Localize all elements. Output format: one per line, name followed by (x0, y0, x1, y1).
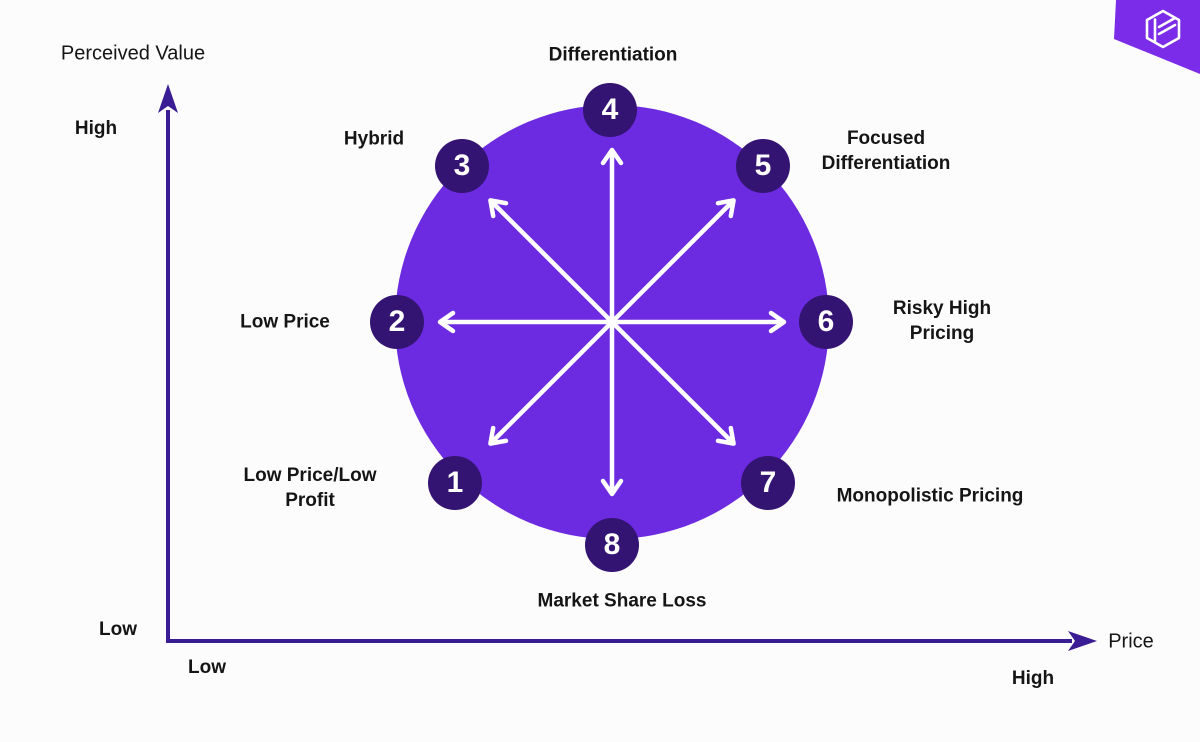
node-5: 5 (736, 139, 790, 193)
arrowhead-west-icon (437, 310, 456, 334)
y-axis-low-label: Low (99, 619, 137, 640)
node-8: 8 (585, 518, 639, 572)
arrow-line-diagonal-sw-ne (492, 202, 732, 442)
x-axis-title: Price (1108, 630, 1154, 653)
arrowhead-east-icon (768, 310, 787, 334)
label-market-share-loss: Market Share Loss (537, 590, 707, 612)
label-monopolistic-pricing: Monopolistic Pricing (836, 485, 1024, 507)
label-low-price-low-profit: Low Price/Low Profit (243, 464, 377, 511)
node-2: 2 (370, 295, 424, 349)
radial-arrows (437, 147, 787, 497)
label-differentiation: Differentiation (548, 44, 678, 66)
label-low-price: Low Price (240, 311, 330, 333)
node-3: 3 (435, 139, 489, 193)
arrowhead-south-icon (600, 478, 624, 497)
arrowhead-southwest-icon (488, 425, 509, 446)
node-1: 1 (428, 456, 482, 510)
x-axis-arrowhead-icon (1068, 631, 1097, 651)
arrowhead-north-icon (600, 147, 624, 166)
arrowhead-northeast-icon (715, 198, 736, 219)
node-6: 6 (799, 295, 853, 349)
label-risky-high-pricing: Risky High Pricing (892, 297, 992, 344)
label-focused-differentiation: Focused Differentiation (821, 127, 951, 174)
arrowhead-southeast-icon (715, 425, 736, 446)
corner-ribbon (1114, 0, 1200, 74)
x-axis-low-label: Low (188, 657, 226, 678)
y-axis-arrowhead-icon (158, 84, 178, 113)
node-4: 4 (583, 83, 637, 137)
y-axis-title: Perceived Value (60, 42, 206, 65)
layered-cube-icon (1145, 9, 1181, 49)
x-axis-high-label: High (1011, 668, 1055, 689)
node-7: 7 (741, 456, 795, 510)
y-axis-high-label: High (74, 118, 118, 139)
label-hybrid: Hybrid (343, 128, 405, 150)
arrowhead-northwest-icon (488, 198, 509, 219)
